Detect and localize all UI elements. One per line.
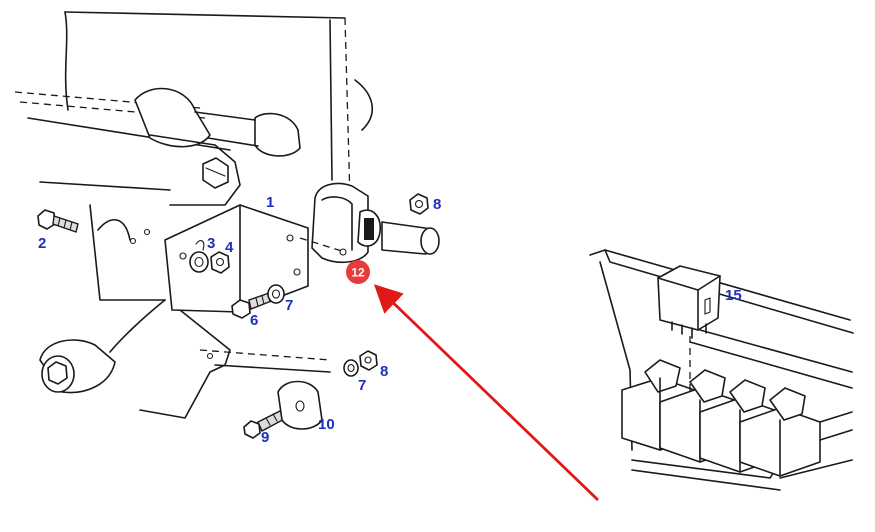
callout-10: 10 <box>318 416 335 433</box>
bolt-2[interactable] <box>37 209 79 233</box>
callout-3: 3 <box>207 235 215 252</box>
pointer-arrow <box>373 284 599 502</box>
lower-arm-assembly <box>39 299 331 419</box>
callout-8-upper: 8 <box>433 196 441 213</box>
mounting-bracket[interactable] <box>164 204 309 313</box>
callout-8-lower: 8 <box>380 363 388 380</box>
nut-8-upper[interactable] <box>409 193 429 215</box>
sensor-component-12[interactable] <box>299 182 440 264</box>
relay-panel <box>589 249 854 491</box>
callout-9: 9 <box>261 429 269 446</box>
callout-6: 6 <box>250 312 258 329</box>
bolt-6[interactable] <box>231 291 275 319</box>
callout-1: 1 <box>266 194 274 211</box>
callout-4: 4 <box>225 239 234 256</box>
relay-socket-4 <box>739 387 821 477</box>
washer-7-lower[interactable] <box>343 359 359 377</box>
callout-15: 15 <box>725 287 742 304</box>
nut-4[interactable] <box>210 251 230 274</box>
callout-7-lower: 7 <box>358 377 366 394</box>
callout-2: 2 <box>38 235 46 252</box>
nut-8-lower[interactable] <box>359 350 378 371</box>
relay-15[interactable] <box>657 265 721 395</box>
callout-7-upper: 7 <box>285 297 293 314</box>
machine-body-outline <box>14 11 374 301</box>
badge-label: 12 <box>351 266 365 280</box>
washer-7-upper[interactable] <box>267 284 285 304</box>
upper-shaft-assembly <box>134 87 301 206</box>
badge-circle <box>346 260 370 284</box>
part-12-badge[interactable]: 12 <box>346 260 370 284</box>
rubber-mount-10[interactable] <box>277 380 323 430</box>
washer-3[interactable] <box>189 240 209 273</box>
